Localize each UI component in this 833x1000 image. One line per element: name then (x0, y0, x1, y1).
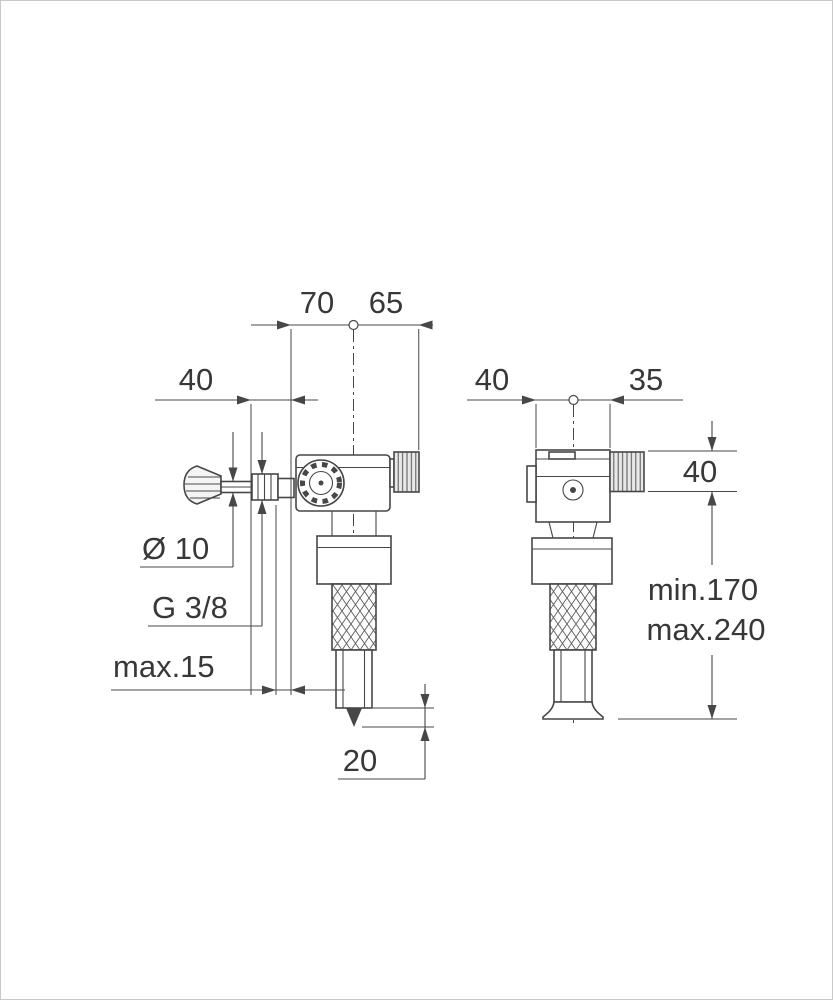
top-detail (548, 451, 576, 460)
datum-point-right (568, 394, 579, 406)
valve-body-front (526, 449, 611, 539)
inlet-nut (251, 473, 295, 501)
outlet-tube-front (553, 649, 593, 703)
dim-label-40-inlet: 40 (179, 362, 213, 397)
threaded-shank-front (549, 583, 597, 651)
left-view (183, 330, 420, 727)
outlet-tube (335, 649, 373, 709)
outlet-foot (542, 701, 604, 720)
screw-detail (562, 479, 584, 501)
dim-label-max-height: max.240 (647, 612, 766, 647)
dim-label-thread: G 3/8 (152, 590, 228, 625)
side-tab (526, 465, 537, 503)
inlet-stem (220, 480, 253, 494)
dim-label-20: 20 (343, 743, 377, 778)
dim-label-65: 65 (369, 285, 403, 320)
outlet-neck (331, 511, 377, 536)
datum-point-left (348, 319, 359, 331)
dim-label-min-height: min.170 (648, 572, 758, 607)
float-cone (183, 465, 222, 505)
mounting-collar-front (531, 537, 613, 585)
threaded-shank (331, 583, 377, 651)
dim-label-diameter: Ø 10 (142, 531, 209, 566)
dim-label-40-top: 40 (475, 362, 509, 397)
ribbed-cap-front (609, 451, 645, 493)
outlet-tip (346, 708, 362, 727)
dim-label-35: 35 (629, 362, 663, 397)
right-view (526, 405, 645, 723)
inlet-adapter (277, 477, 295, 499)
dim-label-70: 70 (300, 285, 334, 320)
dim-label-wall-max: max.15 (113, 649, 215, 684)
ribbed-cap (393, 451, 420, 493)
adjustment-knob (297, 459, 345, 507)
dimensions-left: 70 65 40 Ø 10 G 3/8 max.15 20 (111, 285, 434, 780)
dimensions-right: 40 35 40 min.170 max.240 (467, 362, 766, 720)
dim-label-40-height: 40 (683, 454, 717, 489)
mounting-collar (316, 535, 392, 585)
